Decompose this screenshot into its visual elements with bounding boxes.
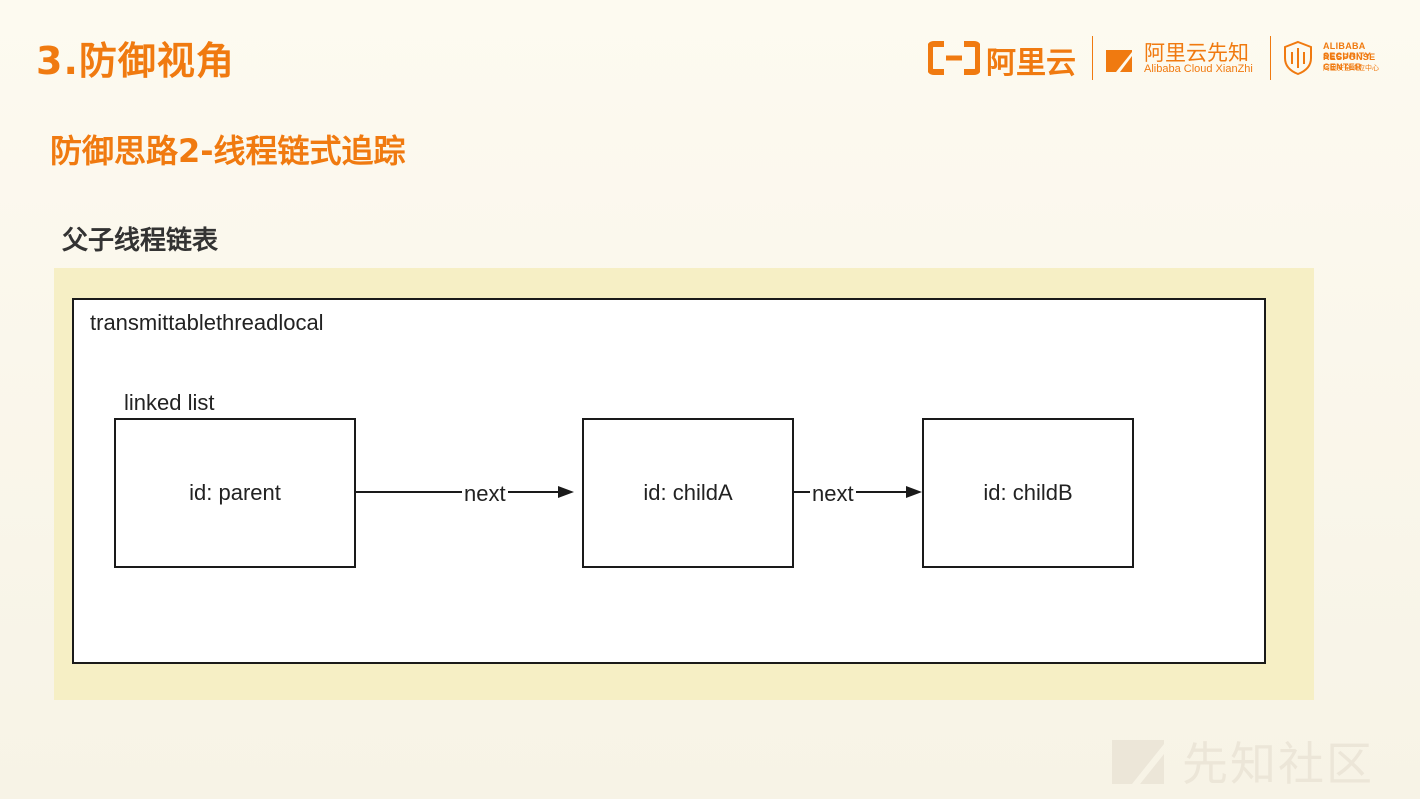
slide-subtitle: 防御思路2-线程链式追踪 (50, 132, 406, 170)
container-box: transmittablethreadlocal linked list id:… (72, 298, 1266, 664)
xianzhi-logo-icon (1106, 50, 1132, 72)
edge-label-1: next (462, 481, 508, 507)
container-label: transmittablethreadlocal (90, 310, 324, 335)
shield-icon (1284, 40, 1312, 76)
node-childA: id: childA (582, 418, 794, 568)
aliyun-logo-icon (928, 41, 980, 75)
asrc-logo-line3: 阿里安全响应中心 (1323, 64, 1379, 72)
edge-arrowhead-2 (906, 486, 922, 498)
edge-label-2: next (810, 481, 856, 507)
asrc-logo-line2: RESPONSE CENTER (1323, 52, 1376, 72)
page-title: 3.防御视角 (36, 39, 235, 83)
asrc-logo-line1: ALIBABA SECURITY (1323, 41, 1371, 61)
watermark-text: 先知社区 (1182, 737, 1374, 791)
node-childB: id: childB (922, 418, 1134, 568)
linked-list-label: linked list (124, 390, 215, 415)
logo-bar: 阿里云 阿里云先知 Alibaba Cloud XianZhi ALIBABA … (928, 34, 1388, 82)
diagram-panel: transmittablethreadlocal linked list id:… (54, 268, 1314, 700)
node-parent: id: parent (114, 418, 356, 568)
xianzhi-watermark-icon (1112, 740, 1164, 784)
logo-divider (1270, 36, 1271, 80)
edge-arrowhead-1 (558, 486, 574, 498)
xianzhi-logo-subtext: Alibaba Cloud XianZhi (1144, 63, 1253, 75)
section-heading: 父子线程链表 (62, 226, 219, 256)
watermark: 先知社区 (1108, 722, 1408, 792)
logo-divider (1092, 36, 1093, 80)
xianzhi-logo-text: 阿里云先知 (1144, 41, 1249, 65)
aliyun-logo-text: 阿里云 (986, 46, 1076, 81)
